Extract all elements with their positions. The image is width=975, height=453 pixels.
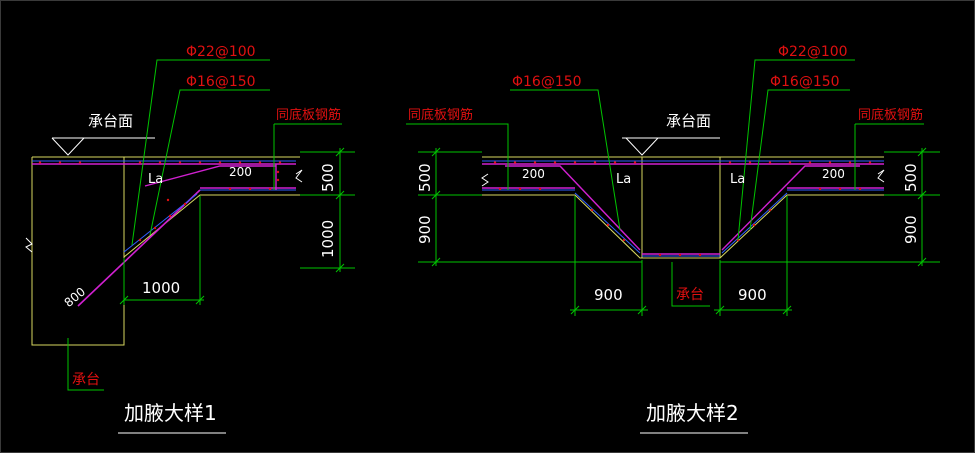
detail2-break-right: [877, 169, 885, 183]
detail1-surface-label: 承台面: [88, 112, 133, 130]
detail2-rebar-dots: [493, 161, 872, 257]
detail1-cap-leader: [67, 338, 104, 391]
detail2-phi22-label: Φ22@100: [778, 44, 848, 60]
detail2-concrete-outline: [482, 156, 884, 259]
detail1-break-right: [295, 169, 303, 183]
detail1-concrete-outline: [31, 156, 300, 346]
detail1-rebar-dots: [38, 161, 282, 242]
detail2-200-left-label: 200: [522, 167, 545, 181]
detail2-phi16-right-label: Φ16@150: [770, 74, 840, 90]
detail1-phi16-label: Φ16@150: [186, 74, 256, 90]
detail1-break-left: [25, 237, 33, 253]
detail1-cap-label: 承台: [72, 372, 100, 388]
detail2-dim-900-bl-text: 900: [594, 286, 623, 304]
detail2-phi16-left-label: Φ16@150: [512, 74, 582, 90]
detail1-slab-label: 同底板钢筋: [276, 107, 341, 123]
detail2-slab-left-label: 同底板钢筋: [408, 107, 473, 123]
detail1-200-label: 200: [229, 165, 252, 179]
detail1-dim-1000-v-text: 1000: [319, 220, 337, 258]
detail2-slab-right-label: 同底板钢筋: [858, 107, 923, 123]
detail2-dim-500-right-text: 500: [902, 163, 920, 192]
detail1-dim-500-text: 500: [319, 163, 337, 192]
detail2-la-left-label: La: [616, 172, 631, 187]
detail2-dim-right: [720, 147, 940, 267]
detail2-cap-leader: [671, 262, 710, 307]
detail-1: 承台面 Φ22@100 Φ16@150 同底板钢筋 La 200 800 100…: [25, 44, 355, 434]
detail1-la-label: La: [148, 172, 163, 187]
detail2-dim-900-left-text: 900: [416, 215, 434, 244]
detail2-dim-bottom: [570, 196, 792, 316]
detail1-title: 加腋大样1: [124, 401, 217, 425]
detail1-phi22-label: Φ22@100: [186, 44, 256, 60]
detail2-200-right-label: 200: [822, 167, 845, 181]
detail1-dim-1000-h-text: 1000: [142, 279, 180, 297]
detail2-title: 加腋大样2: [646, 401, 739, 425]
detail2-break-left: [481, 173, 489, 187]
detail2-surface-marker: [622, 137, 720, 156]
detail-2: 承台面 Φ22@100 Φ16@150 Φ16@150 同底板钢筋 同底板钢筋 …: [406, 44, 940, 434]
detail2-la-right-label: La: [730, 172, 745, 187]
detail1-800-label: 800: [62, 285, 89, 310]
detail2-dim-900-br-text: 900: [738, 286, 767, 304]
detail1-surface-marker: [51, 137, 155, 156]
detail2-dim-900-right-text: 900: [902, 215, 920, 244]
detail2-slab-rebar: [482, 160, 884, 257]
detail1-haunch-rebar: [77, 189, 201, 307]
detail2-dim-500-left-text: 500: [416, 163, 434, 192]
detail1-dim-vertical: [300, 147, 355, 273]
detail1-slab-rebar: [32, 160, 296, 191]
detail2-dim-left: [418, 147, 642, 267]
detail1-dim-1000-h: [119, 196, 205, 305]
detail2-cap-label: 承台: [676, 287, 704, 303]
detail2-leaders: [406, 59, 924, 241]
detail1-leaders: [131, 59, 342, 246]
detail2-surface-label: 承台面: [666, 112, 711, 130]
